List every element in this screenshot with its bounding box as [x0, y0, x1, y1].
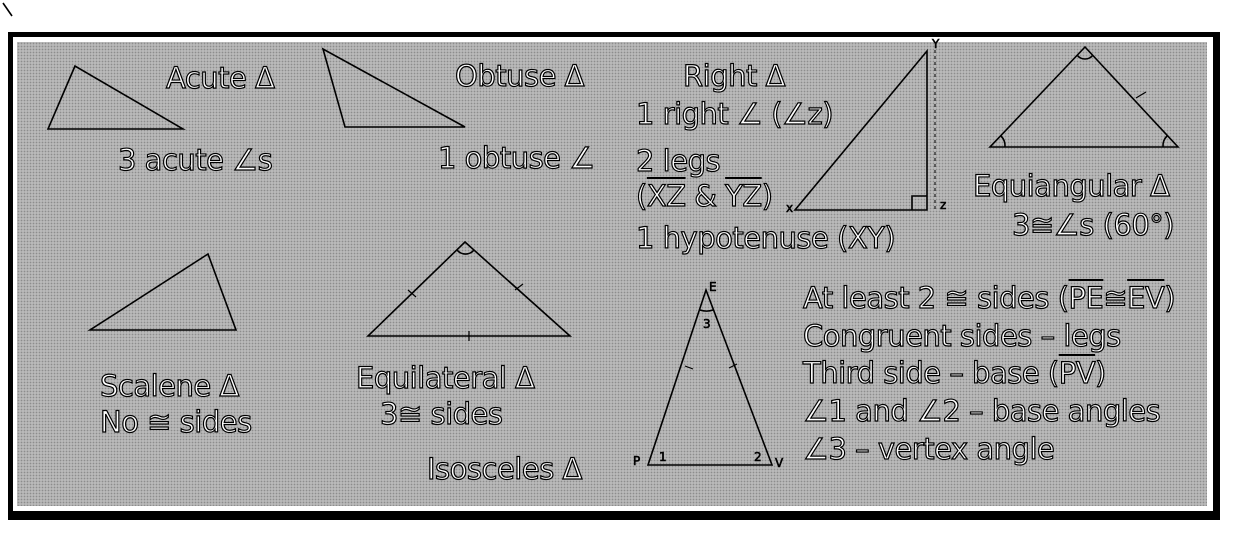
scalene-description: No ≅ sides: [99, 405, 252, 439]
panel-border: [8, 32, 1220, 520]
isosceles-triangle-shape: [646, 287, 774, 466]
isosceles-tick-right: [728, 363, 738, 369]
equilateral-tick-left: [407, 289, 417, 298]
acute-title: Acute Δ: [165, 61, 275, 95]
right-line-3: (XZ & YZ): [635, 179, 774, 213]
vertex-e-label: E: [709, 280, 717, 294]
acute-description: 3 acute ∠s: [117, 143, 273, 177]
base-angle-2-label: 2: [754, 450, 762, 464]
equiangular-triangle-shape: [988, 45, 1180, 148]
acute-triangle-shape: [46, 64, 186, 130]
right-line-1: 1 right ∠ (∠z): [635, 97, 834, 131]
right-line-4: 1 hypotenuse (XY): [635, 221, 896, 255]
right-line-3-and: &: [685, 179, 726, 213]
equiangular-angle-arc-left: [1000, 135, 1006, 148]
isosceles-note-4: ∠1 and ∠2 – base angles: [802, 394, 1161, 428]
obtuse-description: 1 obtuse ∠: [437, 141, 595, 175]
obtuse-title: Obtuse Δ: [454, 59, 585, 93]
base-angle-1-label: 1: [659, 450, 667, 464]
scalene-title: Scalene Δ: [99, 369, 240, 403]
segment-ev: EV: [1127, 281, 1166, 315]
isosceles-note-5: ∠3 – vertex angle: [802, 432, 1055, 466]
note-1-text: At least 2 ≅ sides (: [802, 281, 1069, 315]
equilateral-description: 3≅ sides: [379, 397, 503, 431]
vertex-y-label: Y: [932, 37, 940, 51]
right-triangle-shape: [793, 48, 928, 211]
obtuse-triangle-shape: [321, 47, 466, 128]
isosceles-note-2: Congruent sides – legs: [802, 319, 1121, 353]
segment-pe: PE: [1068, 281, 1105, 315]
vertex-p-label: P: [633, 454, 641, 468]
equilateral-tick-right: [514, 283, 524, 291]
corner-tick: [2, 2, 13, 17]
segment-xz: XZ: [646, 179, 686, 213]
segment-yz: YZ: [725, 179, 763, 213]
equiangular-description: 3≅∠s (60°): [1011, 208, 1175, 242]
note-3-text: Third side – base (: [802, 356, 1059, 390]
right-line-3-open: (: [635, 179, 648, 213]
isosceles-note-3: Third side – base (PV): [802, 356, 1107, 390]
isosceles-vertex-arc: [699, 309, 714, 312]
equilateral-title: Equilateral Δ: [355, 361, 535, 395]
equiangular-tick-mark: [1135, 91, 1147, 99]
vertex-angle-3-label: 3: [703, 317, 711, 331]
vertex-z-label: z: [940, 198, 947, 212]
note-3-close: ): [1094, 356, 1107, 390]
note-1-congruent: ≅: [1103, 281, 1128, 315]
vertex-v-label: V: [775, 456, 784, 470]
right-angle-marker: [911, 195, 927, 210]
segment-pv: PV: [1058, 356, 1096, 390]
isosceles-note-1: At least 2 ≅ sides (PE≅EV): [802, 281, 1177, 315]
equilateral-angle-arc: [456, 249, 475, 255]
panel-background: [17, 42, 1207, 506]
right-line-3-close: ): [761, 179, 774, 213]
isosceles-title: Isosceles Δ: [426, 452, 583, 486]
equilateral-triangle-shape: [366, 240, 573, 337]
note-1-close: ): [1164, 281, 1177, 315]
right-title: Right Δ: [682, 59, 786, 93]
vertex-x-label: x: [786, 201, 794, 215]
scalene-triangle-shape: [87, 252, 238, 331]
right-line-2: 2 legs: [635, 144, 721, 178]
isosceles-tick-left: [684, 365, 694, 370]
equiangular-title: Equiangular Δ: [972, 169, 1170, 203]
equiangular-angle-arc-top: [1076, 54, 1094, 60]
equiangular-angle-arc-right: [1162, 135, 1168, 148]
